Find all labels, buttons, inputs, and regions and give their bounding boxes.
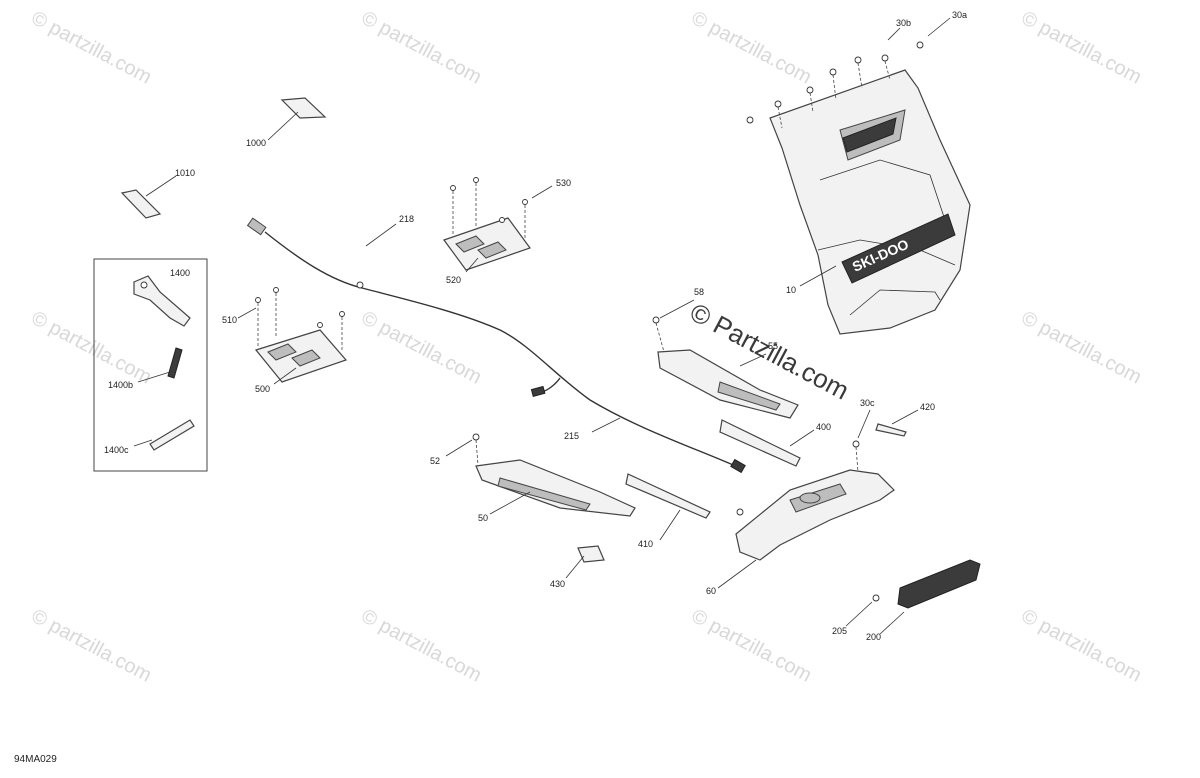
watermark: © partzilla.com (28, 605, 155, 687)
callout-1010: 1010 (175, 168, 195, 178)
screws-30b[interactable] (746, 41, 924, 129)
callout-1000: 1000 (246, 138, 266, 148)
watermark: © partzilla.com (358, 605, 485, 687)
watermark: © partzilla.com (1018, 7, 1145, 89)
callout-430: 430 (550, 579, 565, 589)
callout-200: 200 (866, 632, 881, 642)
callout-30a: 30a (952, 10, 967, 20)
callout-410: 410 (638, 539, 653, 549)
callout-labels: 30b 30a 1000 1010 530 218 520 1400 510 5… (104, 10, 967, 642)
callout-1400: 1400 (170, 268, 190, 278)
watermark: © partzilla.com (28, 307, 155, 389)
callout-30c: 30c (860, 398, 875, 408)
callout-520: 520 (446, 275, 461, 285)
watermark: © partzilla.com (1018, 307, 1145, 389)
part-205-screw[interactable] (872, 594, 880, 602)
part-50-side-trim[interactable] (472, 433, 636, 517)
part-10-front-panel[interactable]: SKI-DOO (769, 69, 971, 335)
part-1400b-key[interactable] (167, 347, 183, 379)
leader-lines (133, 17, 951, 635)
callout-30b: 30b (896, 18, 911, 28)
watermark-layer: © partzilla.com © partzilla.com © partzi… (28, 7, 1145, 687)
callout-10: 10 (786, 285, 796, 295)
part-520-bracket[interactable] (443, 177, 531, 271)
toolkit-box (93, 258, 208, 472)
callout-215: 215 (564, 431, 579, 441)
watermark: © partzilla.com (1018, 605, 1145, 687)
watermark: © partzilla.com (28, 7, 155, 89)
decal-1010[interactable] (120, 189, 162, 219)
watermark: © partzilla.com (358, 7, 485, 89)
part-55-side-trim[interactable] (652, 316, 799, 419)
watermark: © partzilla.com (688, 605, 815, 687)
part-215-cable-harness[interactable] (246, 217, 746, 474)
part-200-light[interactable] (897, 559, 981, 609)
callout-205: 205 (832, 626, 847, 636)
callout-58: 58 (694, 287, 704, 297)
part-430-piece[interactable] (577, 545, 605, 563)
callout-400: 400 (816, 422, 831, 432)
callout-500: 500 (255, 384, 270, 394)
callout-218: 218 (399, 214, 414, 224)
callout-50: 50 (478, 513, 488, 523)
watermark: © partzilla.com (688, 7, 815, 89)
watermark: © partzilla.com (358, 307, 485, 389)
part-1400c-strap[interactable] (149, 419, 195, 451)
part-60-lower-housing[interactable] (735, 440, 895, 561)
callout-1400b: 1400b (108, 380, 133, 390)
callout-1400c: 1400c (104, 445, 129, 455)
callout-510: 510 (222, 315, 237, 325)
part-400-strip[interactable] (719, 419, 801, 467)
callout-52: 52 (430, 456, 440, 466)
callout-530: 530 (556, 178, 571, 188)
diagram-code: 94MA029 (14, 754, 57, 765)
callout-420: 420 (920, 402, 935, 412)
decal-1000[interactable] (280, 97, 327, 119)
part-420-strip[interactable] (875, 423, 907, 437)
part-1400-wrench[interactable] (133, 275, 191, 327)
callout-60: 60 (706, 586, 716, 596)
part-410-strip[interactable] (625, 473, 711, 519)
callout-55: 55 (768, 341, 778, 351)
part-500-bracket[interactable] (254, 287, 348, 383)
